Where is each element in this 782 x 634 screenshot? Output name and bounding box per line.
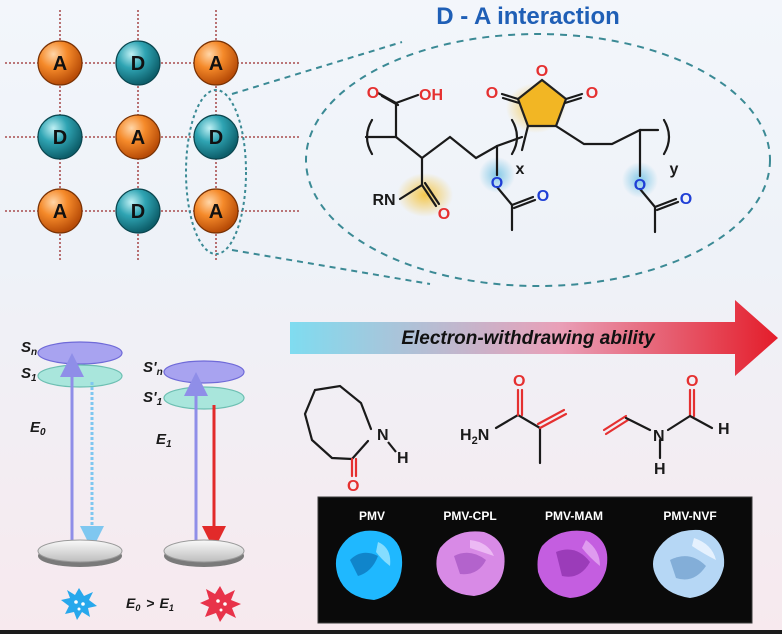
caprolactam-nh-bond (387, 441, 397, 453)
caprolactam-n-label: N (377, 427, 389, 444)
ester1-o-label: O (491, 175, 503, 192)
sample-pmv-mam: PMV-MAM (537, 509, 608, 598)
sphere-label: A (131, 127, 145, 149)
energy-comparison: E0>E1 (126, 595, 174, 613)
sphere-r1-c1: A (115, 114, 161, 160)
methacrylamide-molecule (494, 388, 568, 465)
nvf-n-label: N (653, 428, 665, 445)
energy-diagram-left (37, 341, 123, 567)
anhydride-left-o-label: O (486, 85, 498, 102)
nvf-o-label: O (686, 373, 698, 390)
sample-pmv-nvf: PMV-NVF (653, 509, 725, 598)
zoom-ellipse (305, 33, 771, 287)
zoom-connector-bottom (231, 249, 431, 285)
n-vinylformamide-molecule (602, 388, 714, 460)
nvf-h-formyl-label: H (718, 421, 730, 438)
ester2-carbonyl-label: O (680, 191, 692, 208)
sphere-r0-c0: A (37, 40, 83, 86)
sphere-label: D (209, 127, 223, 149)
sample-pmv-cpl: PMV-CPL (436, 509, 505, 596)
rn-label: RN (372, 192, 395, 209)
sample-label: PMV-CPL (443, 509, 496, 523)
title: D - A interaction (436, 3, 620, 30)
arrow-label: Electron-withdrawing ability (401, 328, 656, 349)
red-emission-star-icon (200, 586, 241, 622)
s-prime-n-label: S'n (143, 359, 163, 378)
bottom-rule (0, 630, 782, 634)
s-n-label: Sn (21, 339, 37, 358)
anhydride-ring (516, 78, 568, 128)
polymer-structure (364, 91, 680, 234)
sample-label: PMV (359, 509, 385, 523)
caprolactam-o-label: O (347, 478, 359, 495)
sphere-label: A (209, 201, 223, 223)
sphere-label: A (53, 201, 67, 223)
sphere-r1-c2: D (193, 114, 239, 160)
sample-pmv: PMV (335, 509, 403, 600)
ester1-carbonyl-label: O (537, 188, 549, 205)
zoom-connector-top (231, 41, 403, 95)
sphere-r1-c0: D (37, 114, 83, 160)
blue-emission-star-icon (61, 588, 97, 620)
x-subscript: x (516, 161, 525, 178)
sphere-r0-c1: D (115, 40, 161, 86)
sphere-label: D (53, 127, 67, 149)
sample-label: PMV-NVF (663, 509, 716, 523)
caprolactam-molecule (303, 384, 373, 478)
lattice: A D A D A D A D A (37, 40, 239, 234)
sphere-r0-c2: A (193, 40, 239, 86)
sphere-r2-c0: A (37, 188, 83, 234)
ester2-o-label: O (634, 177, 646, 194)
caprolactam-h-label: H (397, 450, 409, 467)
s-1-label: S1 (21, 365, 37, 384)
electron-withdrawing-arrow: Electron-withdrawing ability (290, 300, 778, 376)
e1-label: E1 (156, 431, 172, 450)
sphere-label: D (131, 201, 145, 223)
anhydride-ring-o-label: O (536, 63, 548, 80)
energy-diagram-right (163, 360, 245, 567)
methacrylamide-o-label: O (513, 373, 525, 390)
methacrylamide-h2n-label: H2N (460, 427, 489, 447)
y-subscript: y (670, 161, 679, 178)
sphere-label: A (53, 53, 67, 75)
sphere-r2-c2: A (193, 188, 239, 234)
nvf-h-amide-label: H (654, 461, 666, 478)
e0-label: E0 (30, 419, 46, 438)
anhydride-right-o-label: O (586, 85, 598, 102)
amide-o-label: O (438, 206, 450, 223)
s-prime-1-label: S'1 (143, 389, 163, 408)
sample-label: PMV-MAM (545, 509, 603, 523)
selection-ellipse (185, 89, 247, 255)
sphere-r2-c1: D (115, 188, 161, 234)
structure-labels: O OH RN O O O O O O x O O y (367, 63, 692, 223)
sphere-label: D (131, 53, 145, 75)
samples-panel: PMV PMV-CPL PMV-MAM PMV-NVF (317, 496, 753, 624)
cooh-o-label: O (367, 85, 379, 102)
sphere-label: A (209, 53, 223, 75)
cooh-oh-label: OH (419, 87, 443, 104)
